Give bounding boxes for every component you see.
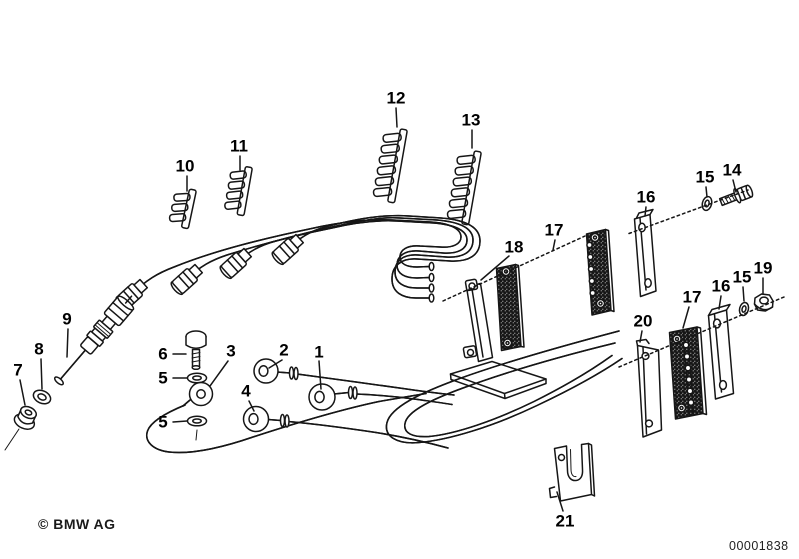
callout-leader xyxy=(395,107,398,128)
callout-label-7: 7 xyxy=(13,361,22,380)
clip-21-drawing xyxy=(548,442,596,502)
callout-label-12: 12 xyxy=(387,89,406,108)
bracket-18-drawing xyxy=(449,278,547,400)
callout-label-15: 15 xyxy=(733,268,752,287)
callout-leader xyxy=(705,186,708,198)
pipe-union-fitting-drawing xyxy=(170,263,204,296)
callout-leader xyxy=(552,239,556,251)
pipe-union-fitting-drawing xyxy=(271,233,305,266)
callout-label-19: 19 xyxy=(754,259,773,278)
dashed-guide-line xyxy=(628,189,749,235)
banjo-eye-1-drawing xyxy=(308,383,358,411)
callout-label-5: 5 xyxy=(158,413,167,432)
rubber-holder-17-left-drawing xyxy=(495,263,525,352)
callout-leader xyxy=(732,179,737,193)
washer-8-drawing xyxy=(32,389,52,405)
callout-label-18: 18 xyxy=(505,238,524,257)
callout-leader xyxy=(19,379,26,406)
dashed-guide-line xyxy=(618,296,785,368)
callout-leader xyxy=(172,420,188,423)
callout-label-10: 10 xyxy=(176,157,195,176)
callout-label-9: 9 xyxy=(62,310,71,329)
callout-label-4: 4 xyxy=(241,382,251,401)
washer-15-bottom-drawing xyxy=(738,301,750,317)
callout-leader xyxy=(644,206,647,217)
callout-label-5: 5 xyxy=(158,369,167,388)
copyright-text: © BMW AG xyxy=(38,516,116,532)
callout-leader xyxy=(682,306,690,329)
pipe-union-fitting-drawing xyxy=(219,247,253,280)
callout-leader xyxy=(248,400,255,412)
banjo-eye-2-drawing xyxy=(253,358,299,384)
callout-label-15: 15 xyxy=(696,168,715,187)
callout-label-2: 2 xyxy=(279,341,288,360)
callout-label-1: 1 xyxy=(314,343,323,362)
callout-label-20: 20 xyxy=(634,312,653,331)
pipe-clamp-10-drawing xyxy=(168,188,197,230)
diagram-parts xyxy=(4,128,774,502)
callout-label-11: 11 xyxy=(230,137,248,156)
bracket-16-bottom-drawing xyxy=(707,303,735,400)
callout-leader xyxy=(66,328,69,358)
callout-label-16: 16 xyxy=(637,188,656,207)
callout-label-21: 21 xyxy=(556,512,575,531)
pipe-path-inner xyxy=(287,420,449,449)
pipe-path-inner xyxy=(296,373,455,396)
callout-label-16: 16 xyxy=(712,277,731,296)
pipe-path-inner xyxy=(286,214,481,299)
callout-leader xyxy=(556,491,564,512)
injector-pipe-9-drawing xyxy=(53,295,135,386)
callout-leader xyxy=(718,295,722,310)
plate-20-drawing xyxy=(635,338,663,438)
pipe-path-inner xyxy=(385,330,623,444)
rubber-holder-17-right-stack-drawing xyxy=(668,326,708,420)
banjo-bolt-6-drawing xyxy=(185,330,207,371)
callout-label-14: 14 xyxy=(723,161,742,180)
washer-5-upper-drawing xyxy=(186,372,208,384)
callout-label-6: 6 xyxy=(158,345,167,364)
washer-5-lower-drawing xyxy=(186,415,208,441)
nut-7-drawing xyxy=(13,405,37,430)
nut-19-drawing xyxy=(753,293,774,312)
callout-label-8: 8 xyxy=(34,340,43,359)
callout-label-17: 17 xyxy=(545,221,564,240)
bolt-14-drawing xyxy=(718,184,754,207)
document-number: 00001838 xyxy=(729,539,789,553)
dashed-guide-line xyxy=(442,235,586,302)
callout-label-17: 17 xyxy=(683,288,702,307)
pipe-path-inner xyxy=(355,393,453,406)
axis-line xyxy=(4,428,20,451)
pipe-clamp-12-drawing xyxy=(372,128,408,204)
callout-leader xyxy=(318,360,322,390)
pipe-clamp-11-drawing xyxy=(224,166,253,217)
callout-label-13: 13 xyxy=(462,111,481,130)
callout-leader xyxy=(480,255,510,281)
pipe-path xyxy=(287,420,449,449)
pipe-path-inner xyxy=(234,217,474,289)
rubber-holder-17-right-drawing xyxy=(585,228,615,316)
callout-leader xyxy=(40,358,43,390)
callout-leader xyxy=(639,330,643,343)
banjo-eye-3-drawing xyxy=(182,381,214,407)
fuel-pipes-drawing xyxy=(130,214,623,454)
pipe-path-inner xyxy=(404,342,616,438)
bracket-16-top-drawing xyxy=(633,208,657,298)
callout-leader xyxy=(209,360,229,387)
callout-leader xyxy=(268,359,283,369)
callout-label-3: 3 xyxy=(226,342,235,361)
assembly-guide-lines xyxy=(442,189,785,368)
banjo-eye-4-drawing xyxy=(242,405,290,433)
pipe-clamp-13-drawing xyxy=(446,150,482,226)
callout-leader xyxy=(742,286,745,302)
pipe-path-inner xyxy=(146,392,427,454)
pipe-end-caps-drawing xyxy=(428,261,435,303)
